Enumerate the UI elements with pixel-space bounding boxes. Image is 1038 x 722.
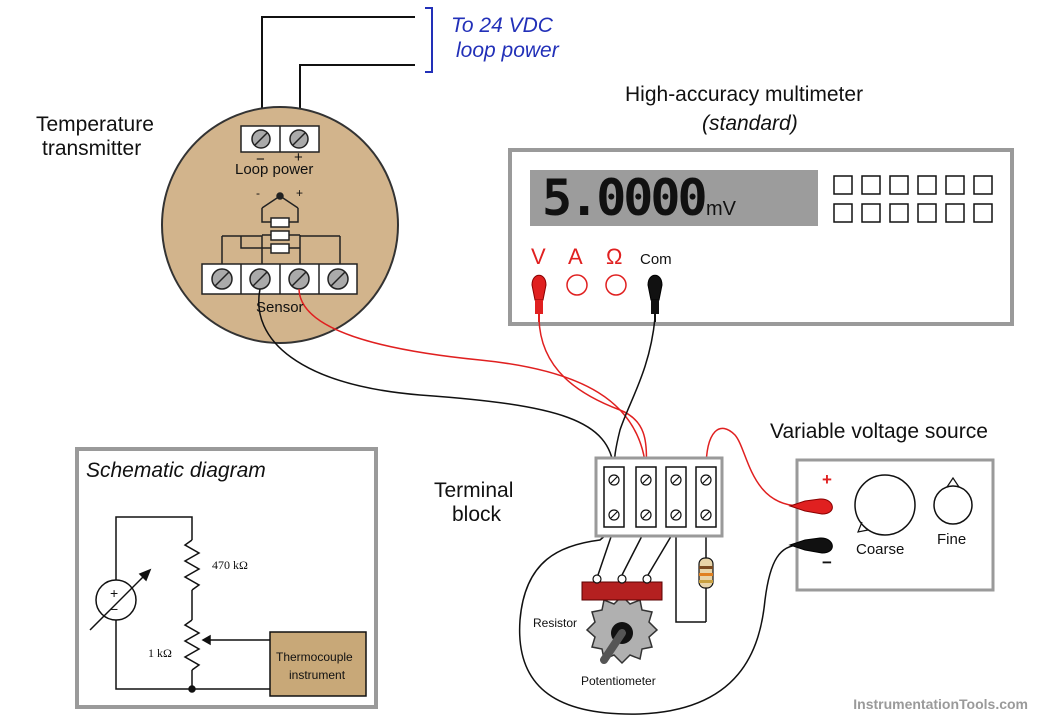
key-button[interactable] bbox=[861, 175, 881, 195]
source-red-plug[interactable] bbox=[788, 498, 833, 515]
sensor-screw-2[interactable] bbox=[249, 268, 271, 290]
multimeter-keypad bbox=[833, 175, 993, 223]
loop-note-line1: To 24 VDC bbox=[451, 14, 553, 37]
coarse-label: Coarse bbox=[856, 541, 905, 558]
loop-plus-sign: + bbox=[294, 149, 303, 166]
red-probe[interactable] bbox=[531, 274, 547, 322]
terminal-block-label-line1: Terminal bbox=[434, 479, 514, 502]
jack-label-amps: A bbox=[568, 244, 583, 269]
multimeter-reading: 5.0000 bbox=[542, 169, 708, 227]
inner-minus-sign: - bbox=[256, 186, 260, 200]
terminal-block bbox=[594, 456, 724, 538]
transmitter-input-circuit bbox=[221, 192, 341, 266]
transmitter-title-line1: Temperature bbox=[36, 113, 154, 136]
sensor-screw-1[interactable] bbox=[211, 268, 233, 290]
fixed-resistor bbox=[698, 557, 714, 589]
key-button[interactable] bbox=[945, 203, 965, 223]
schematic-circuit bbox=[89, 516, 270, 693]
fine-label: Fine bbox=[937, 531, 967, 548]
key-button[interactable] bbox=[861, 203, 881, 223]
jack-label-com: Com bbox=[640, 251, 672, 268]
potentiometer-label: Potentiometer bbox=[581, 674, 656, 688]
schematic-r1-label: 470 kΩ bbox=[212, 558, 248, 572]
source-minus-label: − bbox=[822, 553, 832, 572]
schematic-r2-label: 1 kΩ bbox=[148, 646, 172, 660]
transmitter-title-line2: transmitter bbox=[42, 137, 142, 160]
multimeter-unit: mV bbox=[706, 198, 736, 220]
terminal-block-label-line2: block bbox=[452, 503, 502, 526]
inner-plus-sign: + bbox=[296, 186, 304, 200]
loop-minus-sign: − bbox=[256, 151, 265, 168]
multimeter-title: High-accuracy multimeter bbox=[625, 83, 864, 106]
jack-amps[interactable] bbox=[566, 274, 588, 296]
potentiometer[interactable] bbox=[581, 574, 663, 665]
multimeter-subtitle: (standard) bbox=[702, 112, 798, 135]
key-button[interactable] bbox=[917, 175, 937, 195]
loop-power-screw-plus[interactable] bbox=[289, 129, 309, 149]
voltage-source-title: Variable voltage source bbox=[770, 420, 988, 443]
resistor-label: Resistor bbox=[533, 616, 578, 630]
source-minus-sign: − bbox=[110, 601, 118, 617]
key-button[interactable] bbox=[889, 175, 909, 195]
schematic-title: Schematic diagram bbox=[86, 459, 266, 482]
source-plus-label: + bbox=[822, 470, 832, 489]
source-plus-sign: + bbox=[110, 585, 118, 601]
thermocouple-instrument-box bbox=[269, 631, 367, 697]
fine-knob[interactable] bbox=[933, 476, 973, 525]
key-button[interactable] bbox=[833, 175, 853, 195]
terminal-screws bbox=[608, 474, 712, 521]
sensor-screw-3[interactable] bbox=[288, 268, 310, 290]
key-button[interactable] bbox=[917, 203, 937, 223]
coarse-knob[interactable] bbox=[854, 474, 916, 536]
sensor-screw-4[interactable] bbox=[327, 268, 349, 290]
watermark: InstrumentationTools.com bbox=[853, 696, 1028, 712]
loop-power-label: Loop power bbox=[235, 161, 314, 178]
instrument-label-line1: Thermocouple bbox=[276, 650, 353, 664]
jack-ohms[interactable] bbox=[605, 274, 627, 296]
jack-label-ohms: Ω bbox=[606, 244, 623, 269]
wires bbox=[258, 288, 801, 715]
source-black-plug[interactable] bbox=[788, 537, 833, 554]
key-button[interactable] bbox=[889, 203, 909, 223]
sensor-label: Sensor bbox=[256, 299, 304, 316]
loop-note-line2: loop power bbox=[456, 39, 559, 62]
key-button[interactable] bbox=[833, 203, 853, 223]
jack-label-volts: V bbox=[531, 244, 546, 269]
key-button[interactable] bbox=[973, 175, 993, 195]
key-button[interactable] bbox=[945, 175, 965, 195]
loop-power-wiring bbox=[261, 7, 433, 127]
instrument-label-line2: instrument bbox=[289, 668, 346, 682]
key-button[interactable] bbox=[973, 203, 993, 223]
black-probe[interactable] bbox=[647, 274, 663, 322]
loop-power-screw-minus[interactable] bbox=[251, 129, 271, 149]
